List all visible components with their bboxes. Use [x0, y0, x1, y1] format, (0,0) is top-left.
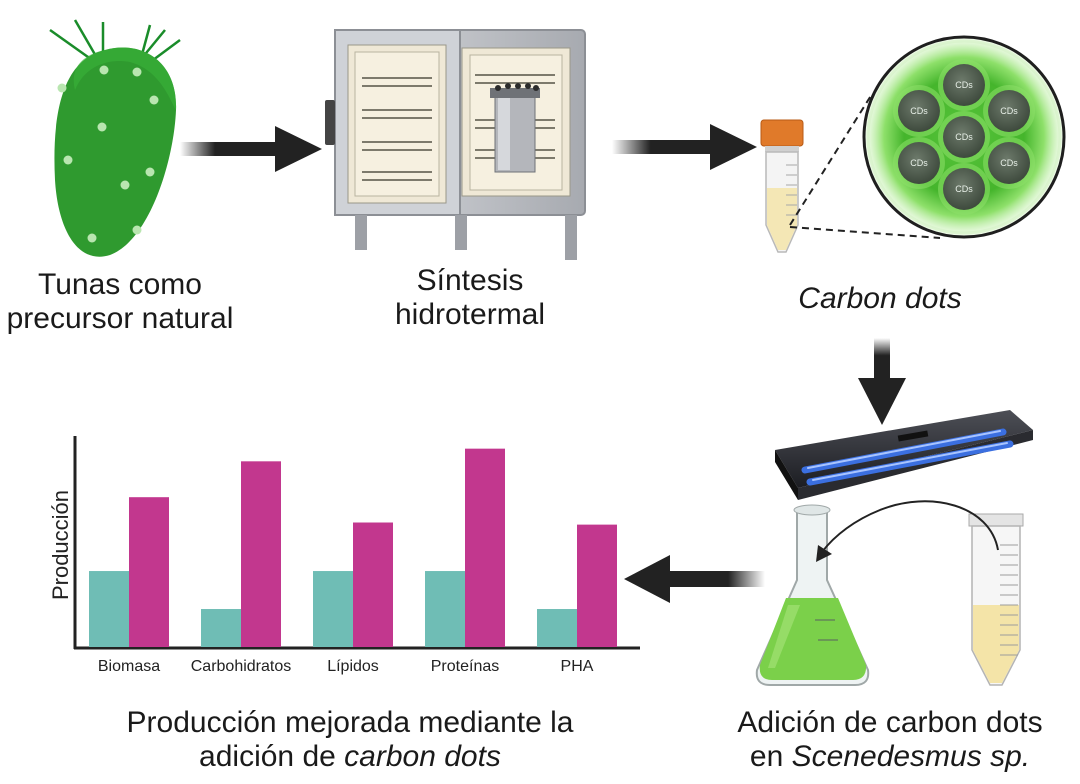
y-axis-label: Producción — [48, 490, 73, 600]
zoom-lines — [789, 93, 941, 239]
x-tick-label: Lípidos — [327, 658, 379, 675]
addition-label-line1: Adición de carbon dots — [737, 706, 1043, 739]
x-tick-label: Carbohidratos — [191, 658, 292, 675]
pipette-arrow — [816, 500, 999, 562]
carbon-dot: CDs — [892, 85, 945, 137]
bar-biomasa-treated — [129, 497, 169, 647]
x-tick-label: Biomasa — [98, 658, 160, 675]
x-tick-labels: Biomasa Carbohidratos Lípidos Proteínas PHA — [98, 658, 594, 675]
carbon-dot-label: CDs — [955, 132, 973, 142]
carbon-dot: CDs — [938, 111, 990, 163]
arrow-left — [624, 555, 765, 603]
carbon-dots-label: Carbon dots — [760, 282, 1000, 316]
x-tick-label: Proteínas — [431, 658, 499, 675]
carbon-dot-label: CDs — [1000, 158, 1018, 168]
bar-carbohidratos-treated — [241, 461, 281, 647]
bar-pha-treated — [577, 524, 617, 647]
result-label: Producción mejorada mediante la adición … — [90, 706, 610, 774]
result-label-italic: carbon dots — [344, 740, 501, 773]
result-label-line1: Producción mejorada mediante la — [126, 706, 574, 739]
addition-label-prefix: en — [749, 740, 792, 773]
result-label-prefix: adición de — [199, 740, 345, 773]
arrow-right-1 — [180, 126, 322, 172]
cactus-label-line2: precursor natural — [6, 302, 234, 335]
bars — [89, 448, 617, 647]
arrow-down — [858, 338, 906, 425]
cactus-pad-icon — [49, 19, 181, 257]
carbon-dot: CDs — [938, 59, 990, 111]
carbon-dot: CDs — [892, 137, 945, 189]
arrow-right-2 — [612, 124, 757, 170]
carbon-dot: CDs — [983, 137, 1036, 189]
carbon-dot-label: CDs — [955, 184, 973, 194]
cactus-label: Tunas como precursor natural — [0, 268, 240, 336]
bar-pha-control — [537, 609, 577, 647]
synthesis-label-line2: hidrotermal — [394, 298, 546, 331]
addition-label: Adición de carbon dots en Scenedesmus sp… — [705, 706, 1075, 774]
production-bar-chart: Producción Biomasa Carbohidratos Lípidos Pr… — [48, 436, 640, 675]
carbon-dot-label: CDs — [910, 106, 928, 116]
result-label-line2: adición de carbon dots — [90, 740, 610, 774]
synthesis-label: Síntesis hidrotermal — [355, 264, 585, 332]
carbon-dot-label: CDs — [910, 158, 928, 168]
carbon-dot-label: CDs — [1000, 106, 1018, 116]
erlenmeyer-flask-icon — [755, 504, 870, 686]
synthesis-label-line1: Síntesis — [416, 264, 524, 297]
addition-label-line2: en Scenedesmus sp. — [705, 740, 1075, 774]
addition-label-species: Scenedesmus sp. — [791, 740, 1031, 773]
carbon-dot: CDs — [938, 163, 990, 215]
carbon-dot: CDs — [983, 85, 1036, 137]
bar-carbohidratos-control — [201, 609, 241, 647]
bar-lípidos-control — [313, 571, 353, 647]
bar-biomasa-control — [89, 571, 129, 647]
autoclave-oven-icon — [325, 29, 586, 260]
cactus-label-line1: Tunas como — [38, 268, 202, 301]
x-tick-label: PHA — [561, 658, 594, 675]
carbon-dots-label-text: Carbon dots — [798, 282, 962, 315]
carbon-dot-label: CDs — [955, 80, 973, 90]
centrifuge-tube-icon — [760, 119, 804, 253]
bar-lípidos-treated — [353, 522, 393, 647]
uv-lamp-icon — [775, 410, 1033, 500]
bar-proteínas-treated — [465, 448, 505, 647]
bar-proteínas-control — [425, 571, 465, 647]
falcon-tube-icon — [968, 513, 1024, 686]
